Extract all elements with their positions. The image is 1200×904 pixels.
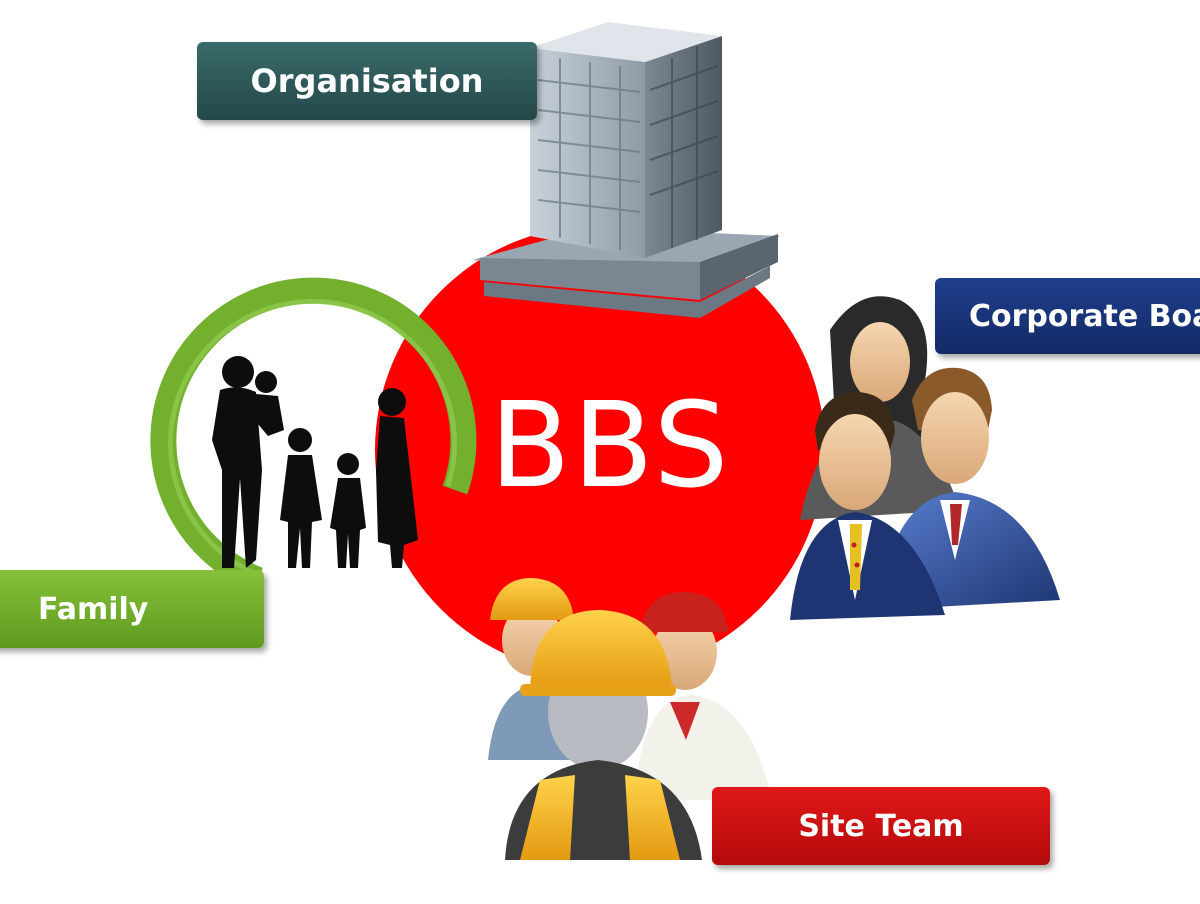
building-windows bbox=[537, 58, 641, 250]
office-building-icon bbox=[472, 22, 780, 318]
family-arc-highlight bbox=[168, 299, 457, 575]
bbs-hub-circle bbox=[375, 225, 825, 675]
construction-workers-icon bbox=[488, 578, 772, 860]
organisation-label: Organisation bbox=[197, 42, 537, 120]
bbs-center-label: BBS bbox=[489, 376, 731, 514]
corporate-board-label: Corporate Board bbox=[935, 278, 1200, 354]
family-arc bbox=[150, 277, 477, 593]
site-team-label: Site Team bbox=[712, 787, 1050, 865]
family-silhouette-icon bbox=[212, 356, 418, 568]
family-label: Family bbox=[0, 570, 264, 648]
business-people-icon bbox=[790, 296, 1060, 620]
